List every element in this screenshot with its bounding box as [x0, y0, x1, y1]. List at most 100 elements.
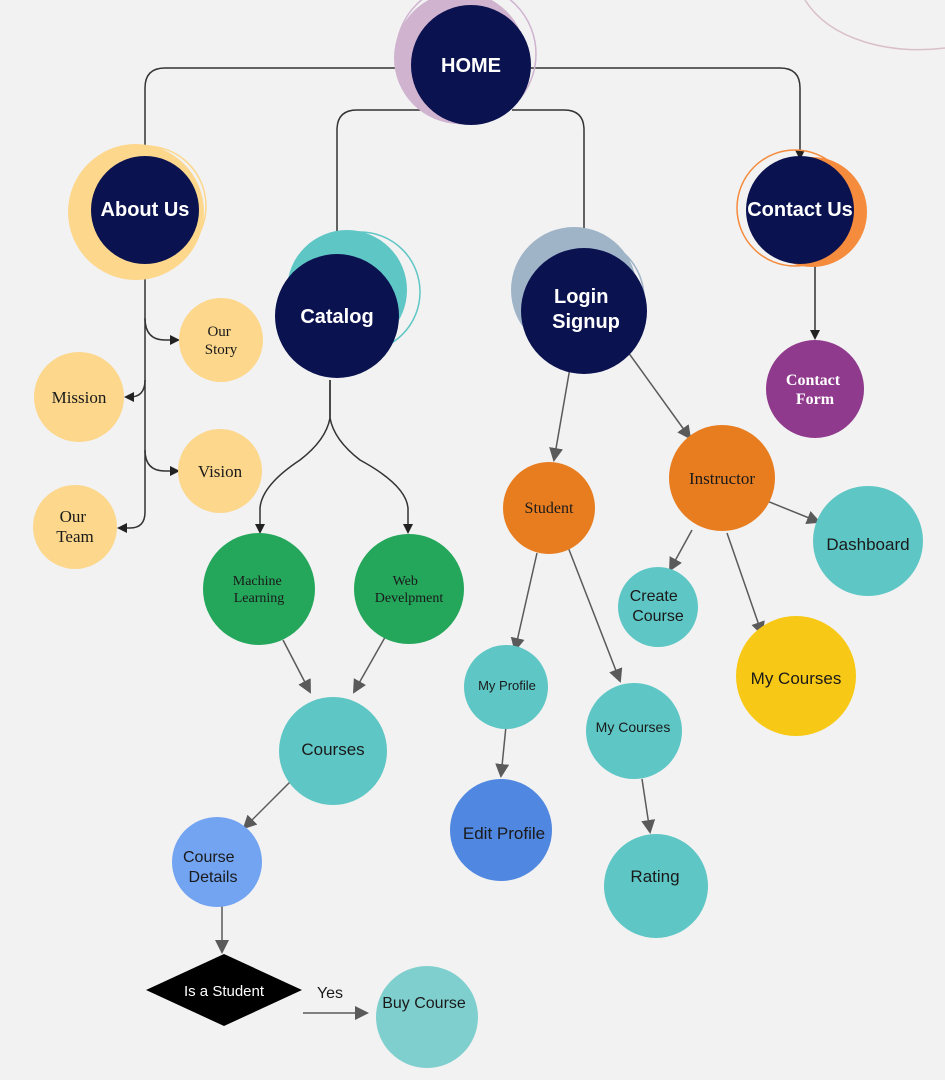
edit-profile-label: Edit Profile: [463, 824, 545, 843]
mission-label: Mission: [52, 388, 107, 407]
about-circle: [91, 156, 199, 264]
node-courses[interactable]: Courses: [279, 697, 387, 805]
our-team-circle: [33, 485, 117, 569]
node-mission[interactable]: Mission: [34, 352, 124, 442]
node-contact-us[interactable]: Contact Us: [736, 149, 867, 267]
connectors: [117, 67, 821, 1020]
mission-circle: [34, 352, 124, 442]
yes-label: Yes: [317, 985, 343, 1002]
edge-instructor-mycourses: [726, 532, 765, 636]
node-about-us[interactable]: About Us: [68, 144, 207, 280]
decorative-arc: [804, 0, 945, 51]
contact-form-line1: Contact: [786, 372, 841, 389]
our-story-label: Our Story: [205, 324, 238, 358]
ml-circle: [203, 533, 315, 645]
edge-instructor-create: [669, 529, 693, 572]
node-contact-form[interactable]: Contact Form: [766, 340, 864, 438]
edge-home-contact: [530, 67, 805, 160]
our-team-line2: Team: [56, 527, 94, 546]
ml-label: Machine Learning: [233, 574, 285, 606]
node-course-details[interactable]: Course Details: [172, 817, 262, 907]
buy-course-label: Buy Course: [382, 995, 466, 1012]
node-web-development[interactable]: Web Develpment: [354, 534, 464, 644]
contact-label: Contact Us: [747, 199, 853, 221]
node-dashboard[interactable]: Dashboard: [813, 486, 923, 596]
ml-line1: Machine: [233, 574, 282, 589]
web-line2: Develpment: [375, 591, 444, 606]
catalog-circle: [275, 254, 399, 378]
edge-mycourses-rating: [641, 778, 656, 834]
login-label: Login Signup: [552, 286, 620, 333]
node-our-story[interactable]: Our Story: [179, 298, 263, 382]
course-details-label: Course Details: [183, 849, 239, 886]
my-courses-instructor-circle: [736, 616, 856, 736]
about-label: About Us: [101, 199, 190, 221]
rating-label: Rating: [630, 867, 679, 886]
web-line1: Web: [393, 574, 418, 589]
student-label: Student: [525, 500, 574, 517]
course-details-circle: [172, 817, 262, 907]
dashboard-label: Dashboard: [826, 535, 909, 554]
login-label-line1: Login: [554, 286, 608, 308]
node-edit-profile[interactable]: Edit Profile: [450, 779, 552, 881]
create-course-line1: Create: [630, 588, 678, 605]
student-circle: [503, 462, 595, 554]
node-my-courses-student[interactable]: My Courses: [586, 683, 682, 779]
edge-web-courses: [353, 631, 389, 694]
node-catalog[interactable]: Catalog: [275, 230, 421, 378]
instructor-circle: [669, 425, 775, 531]
edge-home-catalog: [332, 109, 430, 254]
node-login-signup[interactable]: Login Signup: [511, 227, 647, 374]
vision-label: Vision: [198, 462, 243, 481]
home-label: HOME: [441, 55, 501, 77]
contact-form-label: Contact Form: [786, 372, 844, 408]
edge-catalog-ml: [255, 380, 331, 534]
node-buy-course[interactable]: Buy Course: [376, 966, 478, 1068]
edge-profile-edit: [495, 725, 510, 778]
is-student-label: Is a Student: [184, 983, 265, 1000]
my-courses-student-label: My Courses: [596, 719, 671, 735]
contact-form-circle: [766, 340, 864, 438]
edge-ml-courses: [282, 639, 311, 694]
home-circle: [411, 5, 531, 125]
our-team-line1: Our: [60, 507, 87, 526]
node-student[interactable]: Student: [503, 462, 595, 554]
my-profile-circle: [464, 645, 548, 729]
catalog-label: Catalog: [300, 306, 373, 328]
node-instructor[interactable]: Instructor: [669, 425, 775, 531]
my-courses-instructor-label: My Courses: [751, 669, 842, 688]
node-my-profile[interactable]: My Profile: [464, 645, 548, 729]
node-my-courses-instructor[interactable]: My Courses: [736, 616, 856, 736]
login-circle: [521, 248, 647, 374]
about-outline: [85, 145, 207, 267]
courses-circle: [279, 697, 387, 805]
create-course-line2: Course: [632, 608, 684, 625]
node-vision[interactable]: Vision: [178, 429, 262, 513]
rating-circle: [604, 834, 708, 938]
node-rating[interactable]: Rating: [604, 834, 708, 938]
edge-courses-details: [242, 779, 293, 830]
courses-label: Courses: [301, 740, 364, 759]
node-is-student[interactable]: Is a Student: [146, 954, 302, 1026]
edge-about-story: [144, 317, 180, 345]
edge-about-spine: [117, 262, 146, 533]
our-team-label: Our Team: [56, 507, 94, 546]
node-machine-learning[interactable]: Machine Learning: [203, 533, 315, 645]
web-circle: [354, 534, 464, 644]
our-story-circle: [179, 298, 263, 382]
node-our-team[interactable]: Our Team: [33, 485, 117, 569]
node-home[interactable]: HOME: [394, 0, 537, 125]
edge-student-mycourses: [567, 546, 623, 683]
our-story-line1: Our: [207, 324, 230, 340]
create-course-label: Create Course: [630, 588, 684, 625]
is-student-diamond: [146, 954, 302, 1026]
edge-student-profile: [510, 552, 538, 652]
edge-login-student: [549, 361, 572, 462]
course-details-line1: Course: [183, 849, 235, 866]
edge-about-mission: [124, 379, 146, 402]
edge-instructor-dashboard: [761, 498, 821, 525]
web-label: Web Develpment: [375, 574, 444, 606]
node-create-course[interactable]: Create Course: [618, 567, 698, 647]
edge-home-login: [512, 109, 589, 248]
